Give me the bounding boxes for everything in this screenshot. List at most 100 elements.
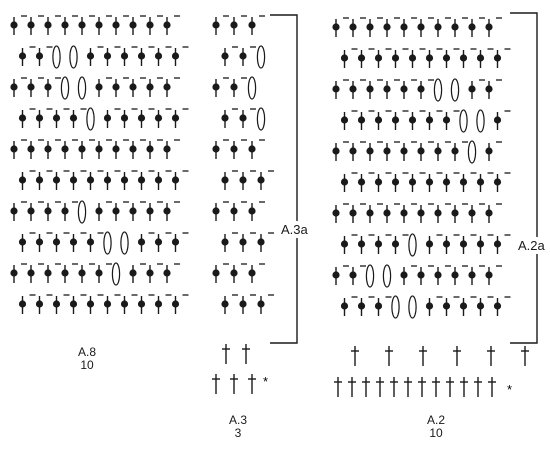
chart-a2-grid	[332, 17, 529, 397]
stitch-dot-icon	[137, 232, 155, 252]
chain-oval-icon	[459, 109, 468, 133]
stitch-dot-icon	[129, 201, 146, 221]
stitch-dot-icon	[78, 139, 95, 159]
treble-stitch-icon	[453, 346, 461, 366]
stitch-dot-icon	[366, 141, 383, 161]
stitch-dot-icon	[212, 139, 229, 159]
stitch-dot-icon	[44, 139, 61, 159]
stitch-dot-icon	[35, 294, 53, 314]
stitch-dot-icon	[18, 294, 36, 314]
stitch-dot-icon	[52, 294, 70, 314]
repeat-brackets	[270, 12, 538, 344]
stitch-dot-icon	[44, 15, 61, 35]
stitch-dot-icon	[257, 294, 274, 314]
chain-oval-icon	[382, 264, 392, 288]
stitch-dot-icon	[408, 110, 426, 130]
stitch-dot-icon	[485, 141, 502, 161]
stitch-dot-icon	[357, 110, 375, 130]
stitch-dot-icon	[146, 77, 163, 97]
stitch-dot-icon	[171, 232, 189, 252]
stitch-dot-icon	[349, 141, 366, 161]
chart-a3-grid	[212, 15, 274, 394]
stitch-dot-icon	[163, 139, 180, 159]
stitch-dot-icon	[171, 46, 189, 66]
stitch-dot-icon	[27, 263, 44, 283]
stitch-dot-icon	[493, 48, 511, 68]
stitch-dot-icon	[86, 294, 104, 314]
stitch-dot-icon	[95, 139, 112, 159]
treble-stitch-icon	[248, 374, 256, 394]
stitch-dot-icon	[35, 170, 53, 190]
chart-a8-label: A.8 10	[57, 346, 117, 372]
treble-stitch-icon	[376, 377, 384, 397]
stitch-dot-icon	[103, 294, 121, 314]
stitch-dot-icon	[400, 79, 417, 99]
stitch-dot-icon	[239, 46, 256, 66]
stitch-dot-icon	[459, 234, 477, 254]
stitch-dot-icon	[120, 294, 138, 314]
stitch-dot-icon	[171, 294, 189, 314]
stitch-dot-icon	[18, 170, 36, 190]
chain-oval-icon	[450, 78, 460, 102]
stitch-dot-icon	[163, 201, 180, 221]
stitch-dot-icon	[408, 172, 426, 192]
stitch-dot-icon	[383, 141, 400, 161]
stitch-dot-icon	[154, 232, 172, 252]
stitch-dot-icon	[95, 15, 112, 35]
stitch-dot-icon	[451, 265, 468, 285]
stitch-dot-icon	[44, 201, 61, 221]
stitch-dot-icon	[493, 296, 511, 316]
stitch-dot-icon	[425, 296, 443, 316]
stitch-dot-icon	[340, 234, 358, 254]
stitch-dot-icon	[383, 79, 400, 99]
stitch-dot-icon	[69, 170, 87, 190]
stitch-dot-icon	[459, 296, 477, 316]
stitch-dot-icon	[95, 77, 112, 97]
stitch-dot-icon	[35, 108, 53, 128]
stitch-dot-icon	[374, 110, 392, 130]
stitch-dot-icon	[417, 203, 434, 223]
treble-stitch-icon	[432, 377, 440, 397]
stitch-dot-icon	[349, 265, 366, 285]
stitch-dot-icon	[86, 232, 104, 252]
stitch-dot-icon	[434, 265, 451, 285]
stitch-dot-icon	[257, 170, 274, 190]
treble-stitch-icon	[351, 346, 359, 366]
stitch-dot-icon	[391, 110, 409, 130]
treble-stitch-icon	[521, 346, 529, 366]
stitch-dot-icon	[366, 79, 383, 99]
stitch-dot-icon	[493, 172, 511, 192]
stitch-dot-icon	[374, 172, 392, 192]
stitch-dot-icon	[332, 141, 349, 161]
stitch-dot-icon	[417, 141, 434, 161]
chain-oval-icon	[77, 76, 87, 100]
treble-stitch-icon	[418, 377, 426, 397]
stitch-dot-icon	[129, 77, 146, 97]
stitch-dot-icon	[95, 201, 112, 221]
stitch-dot-icon	[485, 203, 502, 223]
stitch-dot-icon	[69, 232, 87, 252]
stitch-dot-icon	[112, 201, 129, 221]
stitch-dot-icon	[61, 15, 78, 35]
stitch-dot-icon	[95, 263, 112, 283]
stitch-dot-icon	[366, 17, 383, 37]
stitch-dot-icon	[400, 17, 417, 37]
stitch-dot-icon	[129, 15, 146, 35]
stitch-dot-icon	[52, 170, 70, 190]
stitch-dot-icon	[171, 108, 189, 128]
stitch-dot-icon	[120, 108, 138, 128]
stitch-dot-icon	[230, 77, 247, 97]
stitch-dot-icon	[493, 110, 511, 130]
stitch-dot-icon	[44, 263, 61, 283]
chain-oval-icon	[365, 264, 375, 288]
stitch-dot-icon	[391, 48, 409, 68]
treble-stitch-icon	[488, 377, 496, 397]
chain-oval-icon	[77, 200, 87, 224]
stitch-dot-icon	[374, 48, 392, 68]
stitch-dot-icon	[357, 296, 375, 316]
treble-stitch-icon	[242, 344, 250, 364]
chain-oval-icon	[476, 109, 485, 133]
stitch-dot-icon	[137, 46, 155, 66]
stitch-dot-icon	[10, 201, 27, 221]
